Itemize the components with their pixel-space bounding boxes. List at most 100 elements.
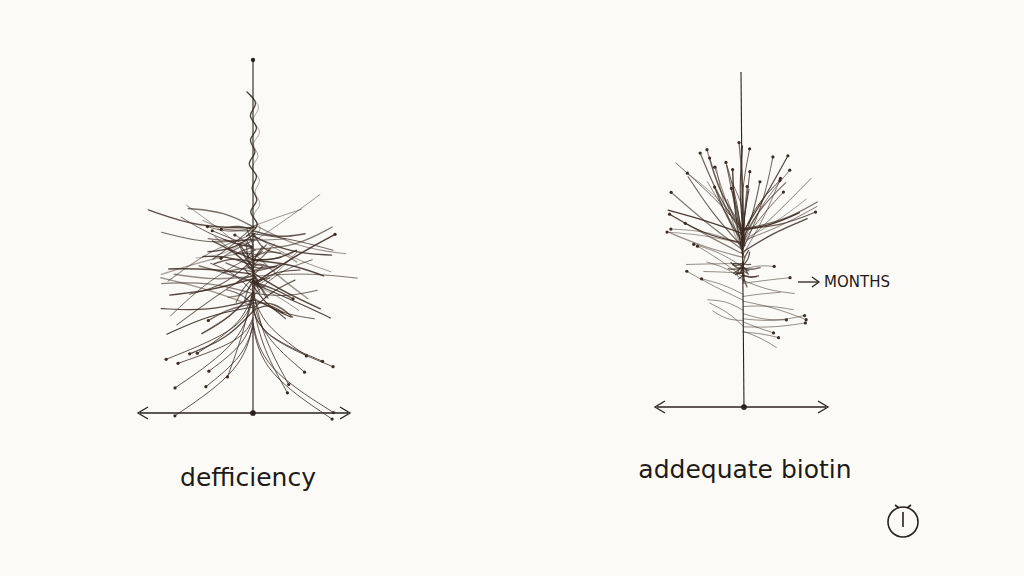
hair-strand	[743, 323, 805, 327]
hair-strand	[250, 96, 261, 240]
strand-tip	[176, 362, 179, 365]
hair-strand	[253, 264, 280, 271]
hair-strand	[733, 263, 743, 266]
hair-strand	[744, 170, 790, 240]
strand-tip	[786, 154, 789, 157]
strand-tip	[748, 170, 751, 173]
strand-tip	[686, 172, 689, 175]
strand-tip	[196, 352, 199, 355]
strand-tip	[286, 391, 289, 394]
hair-strand	[253, 326, 332, 419]
width-arrow	[140, 412, 348, 413]
strand-tip	[287, 383, 290, 386]
hair-strand	[253, 290, 289, 384]
hair-strand	[734, 268, 743, 274]
strand-tip	[788, 169, 791, 172]
hair-strand	[743, 316, 805, 321]
stem-tip	[252, 59, 255, 62]
strand-tip	[331, 418, 334, 421]
hair-strand	[253, 265, 261, 268]
hair-strand	[702, 279, 743, 294]
hair-strand	[226, 263, 253, 272]
hair-strand	[742, 178, 811, 245]
hair-strand	[171, 254, 256, 316]
strand-tip	[782, 190, 785, 193]
hair-strand	[226, 226, 252, 229]
arrow-head	[340, 407, 350, 419]
strand-tip	[731, 168, 734, 171]
hair-strand	[743, 276, 759, 277]
hair-strand	[209, 320, 253, 371]
hair-strand	[197, 292, 253, 353]
strand-tip	[173, 414, 176, 417]
hair-strand	[253, 323, 334, 413]
caption-label: addequate biotin	[638, 456, 851, 484]
hair-strand	[253, 309, 333, 367]
hair-strand	[253, 260, 324, 276]
strand-tip	[226, 375, 229, 378]
months-label: MONTHS	[824, 274, 890, 291]
strand-tip	[665, 230, 668, 233]
hair-strand	[743, 266, 748, 274]
hair-strand	[707, 262, 743, 280]
strand-tip	[713, 166, 716, 169]
strand-tip	[188, 352, 191, 355]
strand-tip	[746, 185, 749, 188]
hair-strand	[148, 210, 251, 228]
clock-icon	[888, 505, 918, 537]
hair-strand	[710, 303, 743, 326]
strand-tip	[305, 354, 308, 357]
hair-strand	[253, 231, 305, 236]
strand-tip	[204, 385, 207, 388]
strand-tip	[684, 222, 687, 225]
hair-strand	[742, 149, 750, 239]
strand-tip	[206, 225, 209, 228]
strand-tip	[748, 147, 751, 150]
arrow-head	[818, 401, 828, 413]
strand-tip	[692, 243, 695, 246]
hair-strand	[743, 332, 779, 338]
strand-tip	[696, 245, 699, 248]
strand-tip	[303, 371, 306, 374]
hair-strand	[253, 294, 306, 356]
hair-strand	[251, 209, 302, 227]
hair-strand	[237, 276, 253, 282]
hair-strand	[736, 272, 743, 274]
strand-tip	[173, 386, 176, 389]
hair-strand	[181, 217, 253, 248]
hair-strand	[743, 301, 806, 319]
hair-strand	[255, 234, 335, 282]
hair-strand	[743, 292, 780, 296]
hair-strand	[246, 240, 253, 250]
strand-tip	[669, 227, 672, 230]
hair-strand	[168, 233, 256, 281]
hair-strand	[253, 267, 277, 271]
strand-tip	[165, 358, 168, 361]
hair-strand	[162, 250, 256, 274]
strand-tip	[670, 191, 673, 194]
hair-strand	[229, 250, 253, 259]
hair-strand	[162, 283, 254, 294]
strand-tip	[207, 319, 210, 322]
strand-tip	[777, 336, 780, 339]
strand-tip	[331, 365, 334, 368]
strand-tip	[685, 270, 688, 273]
hair-strand	[253, 251, 262, 257]
hair-strand	[250, 282, 330, 318]
hair-strand	[688, 177, 743, 248]
strand-tip	[788, 276, 791, 279]
hair-strand	[707, 150, 741, 228]
hair-strand	[698, 246, 743, 277]
hair-strand	[735, 273, 743, 275]
strand-tip	[699, 151, 702, 154]
hair-strand	[199, 266, 254, 282]
strand-tip	[779, 177, 782, 180]
hair-strand	[687, 271, 743, 300]
hair-strand	[253, 246, 263, 266]
hair-strand	[166, 297, 253, 359]
strand-tip	[333, 233, 336, 236]
hair-strand	[713, 311, 743, 321]
strand-tip	[220, 228, 223, 231]
strand-tip	[785, 318, 788, 321]
strand-tip	[708, 156, 711, 159]
